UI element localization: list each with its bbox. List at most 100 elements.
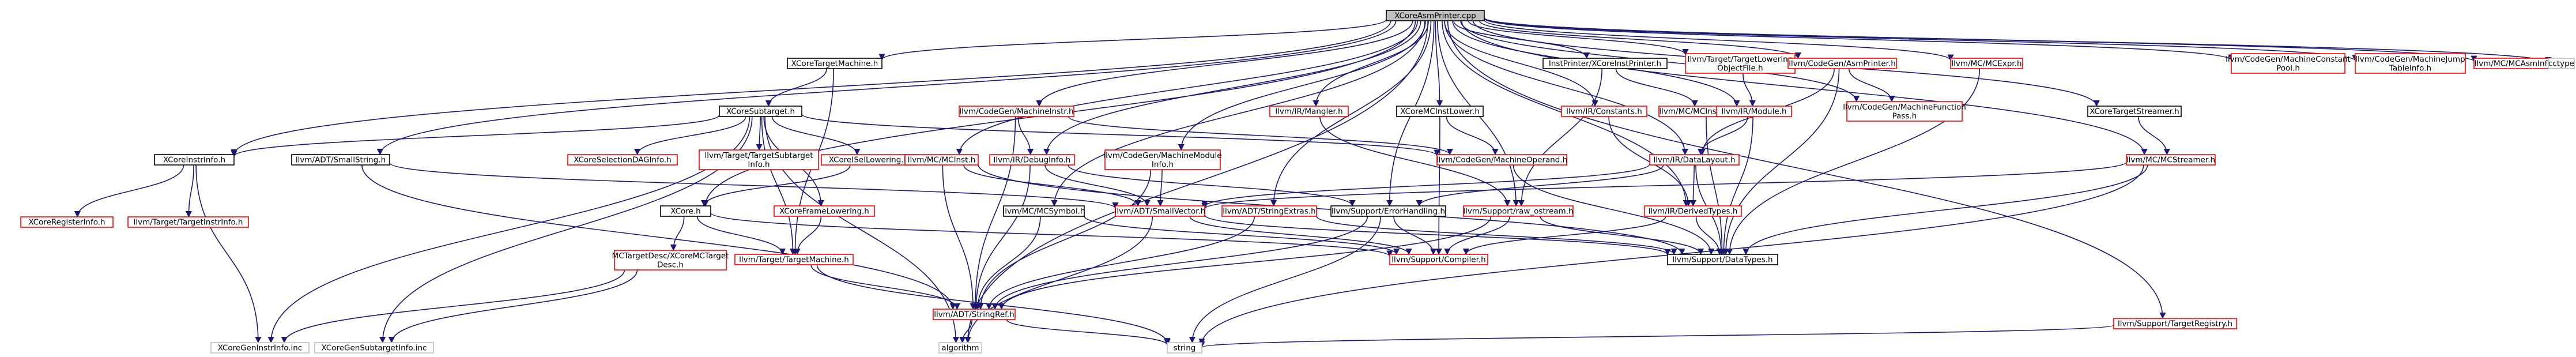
node-xcore-register-info[interactable]: XCoreRegisterInfo.h [20,216,114,228]
edge-frame_lowering-to-target_machine [794,216,822,255]
edge-root-to-xcore_target_machine [878,19,1387,61]
node-xcore-subtarget[interactable]: XCoreSubtarget.h [719,106,802,117]
edge-xcore_subtarget-to-target_subtarget [756,116,763,151]
edge-string_ref-to-string [1006,319,1171,346]
edge-asm_printer-to-data_types [1722,68,1840,255]
node-compiler[interactable]: llvm/Support/Compiler.h [1389,254,1488,265]
node-algorithm[interactable]: algorithm [938,342,982,354]
node-mc-asm-info[interactable]: llvm/MC/MCAsmInfo.h [2473,58,2560,69]
edge-xcore_subtarget-to-machine_operand [801,114,1440,156]
node-box [1003,205,1085,217]
node-box [614,250,727,270]
edge-derived_types-to-data_types [1695,216,1723,255]
node-target-registry[interactable]: llvm/Support/TargetRegistry.h [2113,318,2237,329]
node-error-handling[interactable]: llvm/Support/ErrorHandling.h [1330,205,1446,217]
node-selection-dag[interactable]: XCoreSelectionDAGInfo.h [567,154,678,166]
node-ir-constants[interactable]: llvm/IR/Constants.h [1561,106,1647,117]
node-mc-streamer[interactable]: llvm/MC/MCStreamer.h [2126,154,2216,166]
node-derived-types[interactable]: llvm/IR/DerivedTypes.h [1644,205,1742,217]
node-ir-module[interactable]: llvm/IR/Module.h [1716,106,1792,117]
node-label: XCoreSubtarget.h [726,107,795,117]
edge-ir_module-to-data_types [1720,116,1753,255]
node-machine-operand[interactable]: llvm/CodeGen/MachineOperand.h [1436,154,1567,166]
edge-root-to-codegen_machine_module [1178,20,1426,151]
node-box [1269,106,1349,117]
edge-root-to-target_lowering_obj [1468,20,1689,56]
node-label: llvm/CodeGen/AsmPrinter.h [1789,59,1896,69]
node-label: llvm/CodeGen/MachineFunction [1843,103,1966,112]
node-box [291,154,390,166]
node-box [1716,106,1792,117]
node-codegen-machine-instr[interactable]: llvm/CodeGen/MachineInstr.h [959,106,1074,117]
node-xcore-isel[interactable]: XCoreISelLowering.h [821,154,917,166]
node-string-extras[interactable]: llvm/ADT/StringExtras.h [1221,205,1317,217]
node-gen-subtarget[interactable]: XCoreGenSubtargetInfo.inc [314,342,434,354]
edge-mc_streamer-to-data_types [1743,164,2148,255]
edge-root-to-target_registry [1447,20,2166,320]
node-xcore-mcinst-lower[interactable]: XCoreMCInstLower.h [1396,106,1484,117]
node-label: XCoreISelLowering.h [829,156,908,165]
node-target-instr-info[interactable]: llvm/Target/TargetInstrInfo.h [127,216,249,228]
node-label: XCoreMCInstLower.h [1400,107,1480,117]
edge-error_handling-to-compiler [1393,216,1437,255]
node-box [1561,106,1647,117]
node-small-vector[interactable]: llvm/ADT/SmallVector.h [1115,205,1206,217]
edge-raw_ostream-to-compiler [1444,216,1510,255]
node-ir-mangler[interactable]: llvm/IR/Mangler.h [1269,106,1349,117]
node-gen-instr-info[interactable]: XCoreGenInstrInfo.inc [210,342,310,354]
edge-xcore_target_machine-to-xcore_subtarget [765,68,827,107]
node-box [1463,205,1574,217]
node-box [2113,318,2237,329]
node-mc-symbol[interactable]: llvm/MC/MCSymbol.h [1002,205,1085,217]
edge-target_registry-to-string [1199,324,2114,348]
node-frame-lowering[interactable]: XCoreFrameLowering.h [774,205,875,217]
node-label: ObjectFile.h [1717,63,1763,73]
node-string-ref[interactable]: llvm/ADT/StringRef.h [933,309,1016,320]
edge-root-to-mc_inst [956,20,1418,156]
edge-xcore_isel-to-xcore_h [701,164,851,207]
node-asm-printer[interactable]: llvm/CodeGen/AsmPrinter.h [1787,58,1897,69]
node-label: llvm/MC/MCSymbol.h [1002,207,1085,216]
node-box [989,154,1075,166]
edge-root-to-cctype [1484,17,2552,64]
edge-data_layout-to-error_handling [1416,164,1664,207]
node-box [959,106,1074,117]
edge-asm_printer-to-machine_function_pass [1848,68,1895,103]
node-box [1167,342,1202,354]
node-label: llvm/IR/Module.h [1721,107,1786,117]
node-small-string[interactable]: llvm/ADT/SmallString.h [291,154,390,166]
node-mc-inst[interactable]: llvm/MC/MCInst.h [904,154,979,166]
node-label: llvm/Target/TargetInstrInfo.h [134,218,243,227]
node-label: Pass.h [1892,111,1917,121]
node-label: llvm/Support/TargetRegistry.h [2118,320,2232,329]
node-xcore-h[interactable]: XCore.h [660,205,711,217]
node-cctype[interactable]: cctype [2548,58,2575,69]
node-box [1115,205,1205,217]
node-label: llvm/Target/TargetMachine.h [739,255,849,265]
node-inst-printer[interactable]: InstPrinter/XCoreInstPrinter.h [1542,58,1668,69]
node-box [2126,154,2216,166]
node-string[interactable]: string [1167,342,1202,354]
node-target-streamer[interactable]: XCoreTargetStreamer.h [2087,106,2182,117]
node-data-types[interactable]: llvm/Support/DataTypes.h [1667,254,1778,265]
node-data-layout[interactable]: llvm/IR/DataLayout.h [1649,154,1740,166]
node-xcore-target-machine[interactable]: XCoreTargetMachine.h [787,58,882,69]
node-xcore-instr-info[interactable]: XCoreInstrInfo.h [154,154,235,166]
edge-string_ref-to-algorithm [959,319,973,344]
edge-xcore_instr_info-to-target_instr_info [185,164,194,218]
node-target-machine[interactable]: llvm/Target/TargetMachine.h [734,254,854,265]
edge-root-to-ir_constants [1444,20,1598,107]
node-raw-ostream[interactable]: llvm/Support/raw_ostream.h [1463,205,1574,217]
node-mc-expr[interactable]: llvm/MC/MCExpr.h [1950,58,2023,69]
node-debug-info[interactable]: llvm/IR/DebugInfo.h [989,154,1075,166]
node-label: Pool.h [2276,63,2300,73]
edge-xcore_instr_info-to-gen_instr_info [195,164,262,344]
node-root[interactable]: XCoreAsmPrinter.cpp [1386,10,1485,21]
